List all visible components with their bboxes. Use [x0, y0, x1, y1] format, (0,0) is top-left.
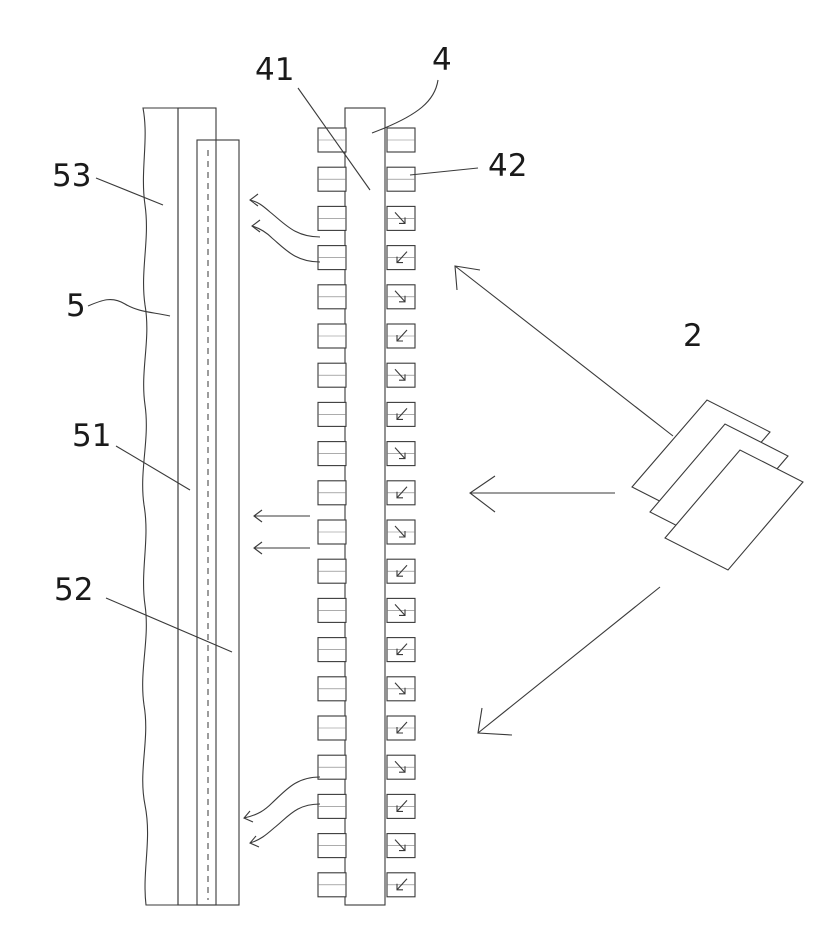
modules-left [318, 128, 346, 897]
leader-53 [96, 178, 163, 205]
leader-51 [116, 446, 190, 490]
label-52: 52 [54, 572, 93, 608]
light-arrow-horizontal-head [470, 476, 495, 512]
label-2: 2 [683, 318, 703, 354]
leader-52 [106, 598, 232, 652]
panel-assembly-5 [143, 108, 239, 905]
wavy-arrow-lower-1 [244, 777, 320, 818]
light-arrow-down [478, 587, 660, 733]
light-arrows [455, 266, 673, 735]
label-4: 4 [432, 42, 452, 78]
label-42: 42 [488, 148, 527, 184]
leader-5 [88, 300, 170, 316]
label-51: 51 [72, 418, 111, 454]
label-41: 41 [255, 52, 294, 88]
label-5: 5 [66, 288, 86, 324]
wavy-arrow-upper-1 [250, 200, 320, 237]
wavy-arrow-lower-2 [250, 804, 320, 843]
strip-41 [345, 108, 385, 905]
light-arrow-up [455, 266, 673, 436]
panel-emission-arrows [244, 194, 320, 847]
layer-53-outline [143, 108, 178, 905]
component-2 [632, 400, 803, 570]
layer-52 [197, 140, 239, 905]
label-53: 53 [52, 158, 91, 194]
modules-right-42 [387, 128, 415, 897]
light-arrow-down-head [478, 708, 512, 735]
leader-lines [88, 80, 478, 652]
wavy-arrow-upper-2 [252, 226, 320, 262]
leader-42 [410, 168, 478, 175]
strip-assembly-4 [318, 108, 415, 905]
